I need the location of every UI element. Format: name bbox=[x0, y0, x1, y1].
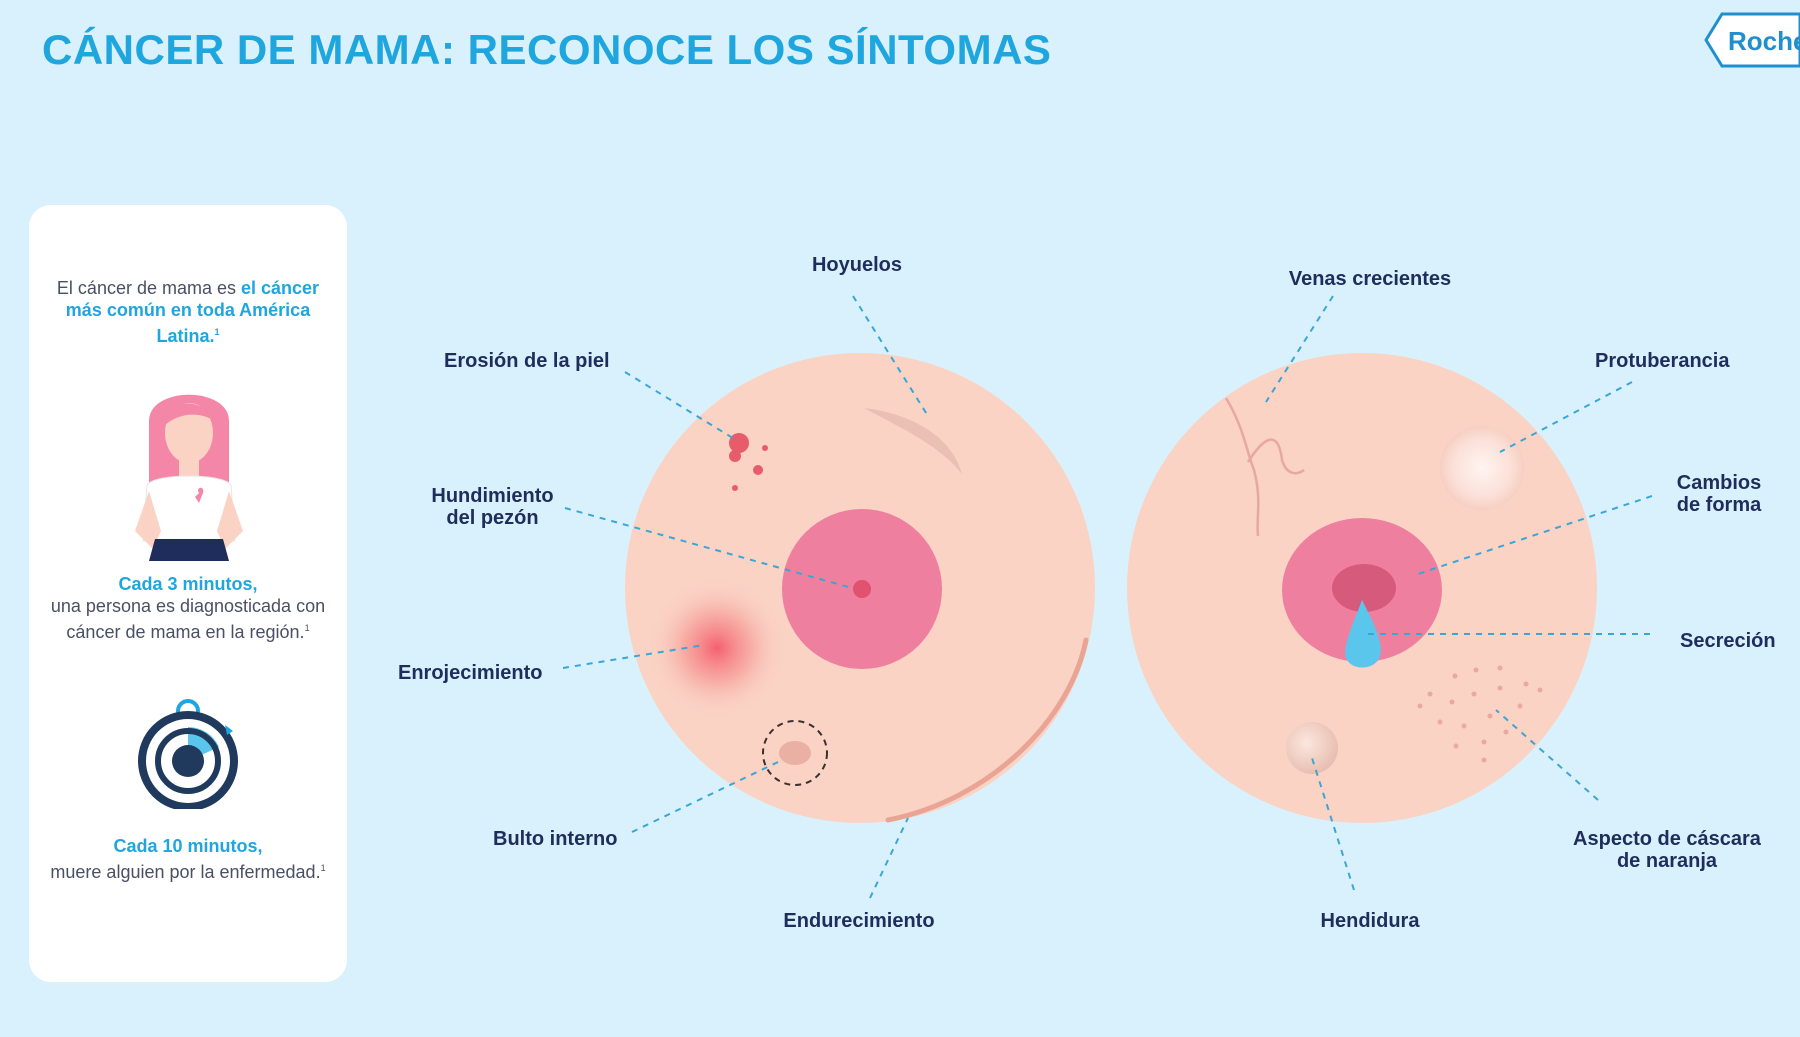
leader-lines bbox=[562, 295, 1653, 899]
line-protuberancia bbox=[1499, 381, 1633, 453]
stat2-ref: 1 bbox=[320, 863, 326, 873]
line-venas bbox=[1265, 295, 1334, 403]
label-cambios-line2: de forma bbox=[1676, 494, 1762, 516]
roche-logo-text: Roche bbox=[1728, 26, 1800, 56]
line-aspecto bbox=[1495, 709, 1599, 801]
label-hoyuelos: Hoyuelos bbox=[811, 254, 903, 276]
label-hundimiento-line2: del pezón bbox=[446, 507, 539, 529]
veins-mark bbox=[1224, 397, 1305, 537]
roche-logo: Roche bbox=[1702, 10, 1800, 70]
stat2-lead: Cada 10 minutos, bbox=[113, 836, 263, 856]
line-erosion bbox=[624, 371, 737, 441]
skin-erosion-mark bbox=[729, 433, 768, 491]
stat1-lead: Cada 3 minutos, bbox=[118, 574, 258, 594]
line-endurecimiento bbox=[869, 817, 909, 899]
label-protuberancia: Protuberancia bbox=[1595, 350, 1730, 372]
label-secrecion: Secreción bbox=[1680, 630, 1776, 652]
stat-diagnosis: Cada 3 minutos, una persona es diagnosti… bbox=[39, 573, 337, 643]
label-venas: Venas crecientes bbox=[1288, 268, 1452, 290]
label-hundimiento: Hundimiento del pezón bbox=[405, 485, 580, 529]
stat1-ref: 1 bbox=[304, 623, 310, 633]
intro-highlight: el cáncer más común en toda América Lati… bbox=[65, 278, 320, 346]
label-aspecto-line2: de naranja bbox=[1616, 850, 1718, 872]
right-breast bbox=[1127, 353, 1597, 823]
intro-text: El cáncer de mama es el cáncer más común… bbox=[49, 277, 327, 347]
protuberance-mark bbox=[1440, 426, 1524, 510]
lump-mark bbox=[779, 741, 811, 765]
line-bulto bbox=[631, 761, 779, 833]
right-nipple bbox=[1332, 564, 1396, 612]
stopwatch-icon bbox=[133, 699, 243, 814]
label-aspecto: Aspecto de cáscara de naranja bbox=[1556, 828, 1778, 872]
page-title: CÁNCER DE MAMA: RECONOCE LOS SÍNTOMAS bbox=[42, 26, 1052, 73]
label-erosion: Erosión de la piel bbox=[444, 350, 610, 372]
label-hendidura: Hendidura bbox=[1320, 910, 1420, 932]
discharge-mark bbox=[1345, 600, 1381, 668]
left-breast bbox=[625, 353, 1095, 823]
label-endurecimiento: Endurecimiento bbox=[783, 910, 935, 932]
label-cambios-line1: Cambios bbox=[1676, 472, 1762, 494]
line-hundimiento bbox=[564, 507, 853, 589]
orange-peel-mark bbox=[1417, 665, 1543, 763]
stat2-text: muere alguien por la enfermedad. bbox=[50, 862, 321, 882]
label-aspecto-line1: Aspecto de cáscara bbox=[1573, 828, 1761, 850]
label-bulto: Bulto interno bbox=[493, 828, 618, 850]
inverted-nipple-mark bbox=[853, 580, 871, 598]
cleft-mark bbox=[1286, 722, 1338, 774]
label-cambios: Cambios de forma bbox=[1660, 472, 1778, 516]
info-panel: El cáncer de mama es el cáncer más común… bbox=[29, 205, 347, 982]
intro-plain: El cáncer de mama es bbox=[56, 278, 241, 298]
redness-mark bbox=[647, 578, 787, 718]
woman-illustration-icon bbox=[129, 381, 249, 566]
lump-outline bbox=[762, 720, 828, 786]
label-hundimiento-line1: Hundimiento bbox=[431, 485, 554, 507]
label-enrojecimiento: Enrojecimiento bbox=[398, 662, 543, 684]
intro-ref: 1 bbox=[214, 327, 220, 337]
hardening-arc bbox=[885, 637, 1089, 823]
line-cambios bbox=[1417, 495, 1653, 575]
stat-mortality: Cada 10 minutos, muere alguien por la en… bbox=[39, 835, 337, 883]
stat1-text: una persona es diagnosticada con cáncer … bbox=[50, 596, 326, 642]
